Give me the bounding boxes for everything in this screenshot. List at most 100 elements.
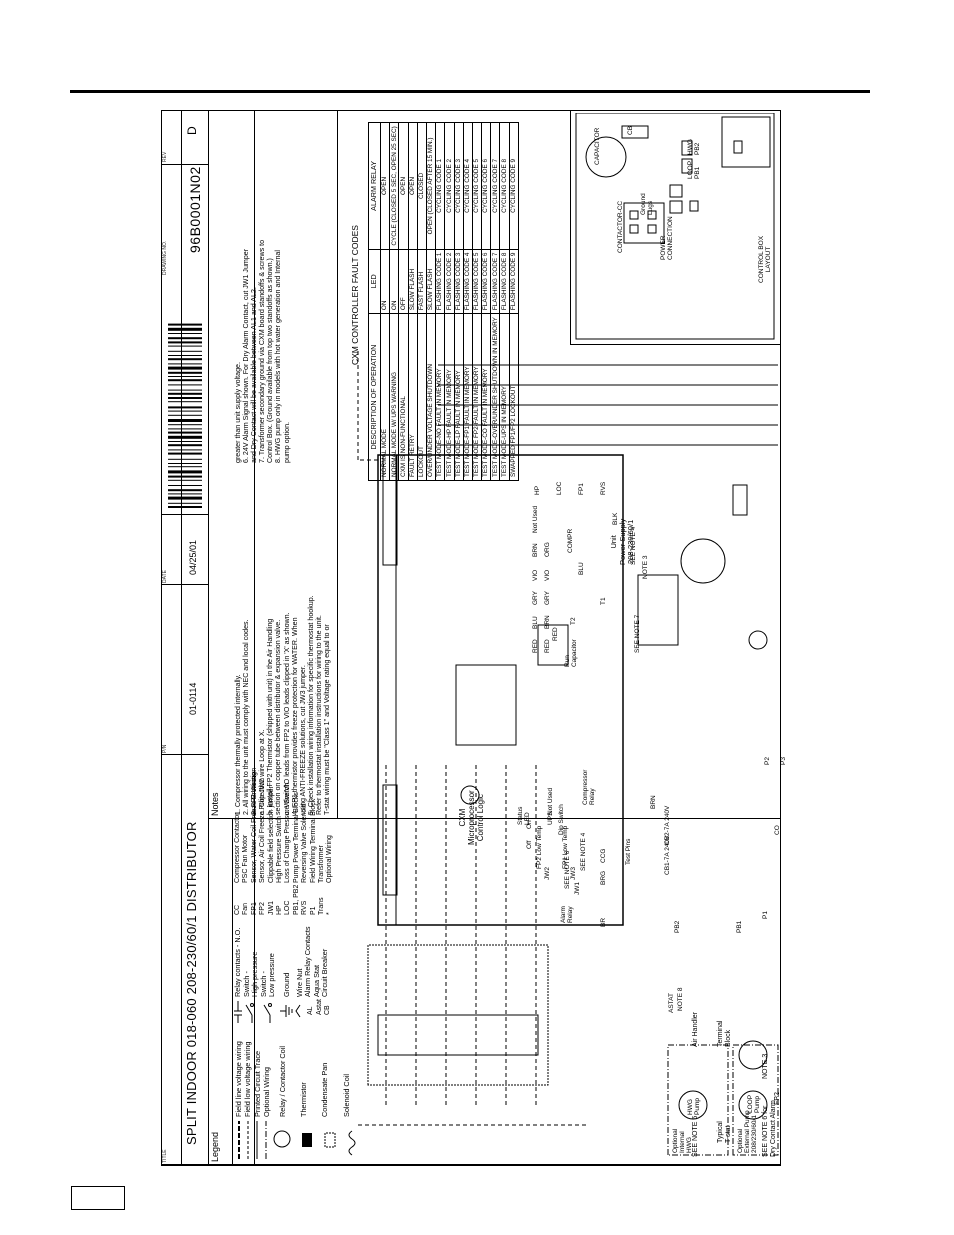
row-led: SLOW FLASH xyxy=(426,249,436,314)
legend-heading: Legend xyxy=(210,1131,220,1162)
row-led: FLASHING CODE 1 xyxy=(435,249,445,314)
row-led: FLASHING CODE 3 xyxy=(454,249,464,314)
wire-red-2: RED xyxy=(544,639,551,653)
row-led: FLASHING CODE 8 xyxy=(499,249,510,314)
see-note6-board: SEE NOTE 6 xyxy=(564,850,571,889)
notes-heading: Notes xyxy=(210,792,220,816)
red-label: RED xyxy=(552,627,559,641)
wire-gry-2: GRY xyxy=(544,591,551,605)
wiring-diagram-sheet: TITLE SPLIT INDOOR 018-060 208-230/60/1 … xyxy=(161,110,787,1166)
capacitor-label: CAPACITOR xyxy=(594,127,601,165)
fp2-thermistor-label: FP2 xyxy=(774,1092,781,1105)
page-title: SPLIT INDOOR 018-060 208-230/60/1 DISTRI… xyxy=(184,821,199,1145)
wire-not-used: Not Used xyxy=(532,505,539,533)
notes-col2: greater than unit supply voltage.6. 24V … xyxy=(234,239,291,463)
device-fp1: FP1 xyxy=(578,483,585,495)
wire-gry: GRY xyxy=(532,591,539,605)
pb1-label: PB1 xyxy=(736,920,743,933)
legend-symbols-2 xyxy=(234,1001,301,1023)
row-led: ON xyxy=(389,249,399,314)
row-led: FLASHING CODE 9 xyxy=(509,249,519,314)
wire-red: RED xyxy=(532,639,539,653)
header-alarm: ALARM RELAY xyxy=(368,122,381,250)
br-label: BR xyxy=(600,917,607,927)
row-led: FLASHING CODE 4 xyxy=(463,249,473,314)
drawing-number: 96B0001N02 xyxy=(187,166,203,253)
row-alarm: CYCLING CODE 4 xyxy=(463,122,473,250)
pn-value: 01-0114 xyxy=(188,682,198,715)
brn-label: BRN xyxy=(650,795,657,809)
wire-brn-2: BRN xyxy=(532,543,539,557)
row-led: FLASHING CODE 6 xyxy=(481,249,491,314)
wire-vio-2: VIO xyxy=(544,569,551,581)
row-alarm: CLOSED xyxy=(417,122,427,250)
row-led: FAST FLASH xyxy=(417,249,427,314)
off-label: Off xyxy=(526,840,533,849)
row-alarm: OPEN xyxy=(408,122,418,250)
header-led: LED xyxy=(368,249,381,314)
device-rvs: RVS xyxy=(600,481,607,495)
control-box-drawing xyxy=(575,113,775,340)
row-alarm: OPEN xyxy=(380,122,390,250)
p1-label: P1 xyxy=(762,911,769,919)
row-alarm: CYCLING CODE 9 xyxy=(509,122,519,250)
compr-label: COMPR xyxy=(567,528,574,553)
date-label: DATE xyxy=(162,570,168,583)
astat-label: ASTAT xyxy=(668,993,675,1013)
note8-label: NOTE 8 xyxy=(677,987,684,1011)
t1-label: T1 xyxy=(600,597,607,605)
cb-label: CB xyxy=(627,125,634,135)
see-note7: SEE NOTE 7 xyxy=(634,614,641,653)
row-alarm: CYCLING CODE 2 xyxy=(444,122,454,250)
wire-vio: VIO xyxy=(532,569,539,581)
ccg-label: CCG xyxy=(600,848,607,863)
page-number-box xyxy=(71,1186,125,1210)
row-led: FLASHING CODE 7 xyxy=(490,249,500,314)
pb2-label: PB2 xyxy=(674,920,681,933)
row-alarm: CYCLE (CLOSED 5 SEC, OPEN 25 SEC) xyxy=(389,122,399,250)
device-hp: HP xyxy=(534,485,541,495)
rev-value: D xyxy=(185,126,199,135)
row-alarm: CYCLING CODE 5 xyxy=(472,122,482,250)
wire-org: ORG xyxy=(544,542,551,557)
row-alarm: OPEN (CLOSED AFTER 15 MIN.) xyxy=(426,122,436,250)
co-label: CO xyxy=(774,825,781,835)
t2-label: T2 xyxy=(570,617,577,625)
row-alarm: CYCLING CODE 7 xyxy=(490,122,500,250)
contactor-label: CONTACTOR-CC xyxy=(617,200,624,253)
brg-label: BRG xyxy=(600,870,607,885)
jw1-label: JW1 xyxy=(574,882,581,895)
schematic-wiring xyxy=(357,350,779,1156)
legend-symbols-1 xyxy=(238,1121,356,1159)
row-alarm: CYCLING CODE 8 xyxy=(499,122,510,250)
row-led: ON xyxy=(380,249,390,314)
p2-label: P2 xyxy=(764,757,771,765)
row-alarm: CYCLING CODE 3 xyxy=(454,122,464,250)
fault-table-title: CXM CONTROLLER FAULT CODES xyxy=(350,225,360,365)
row-led: FLASHING CODE 5 xyxy=(472,249,482,314)
legend-col1: Field line voltage wiring Field low volt… xyxy=(234,1041,351,1117)
row-alarm: OPEN xyxy=(398,122,409,250)
rev-label: REV xyxy=(162,151,168,162)
see-note5: SEE NOTE 5 xyxy=(692,1115,699,1157)
note3-right: NOTE 3 xyxy=(642,555,649,579)
header-rule xyxy=(70,90,870,93)
device-loc: LOC xyxy=(556,481,563,495)
date-value: 04/25/01 xyxy=(188,539,198,575)
row-alarm: CYCLING CODE 6 xyxy=(481,122,491,250)
